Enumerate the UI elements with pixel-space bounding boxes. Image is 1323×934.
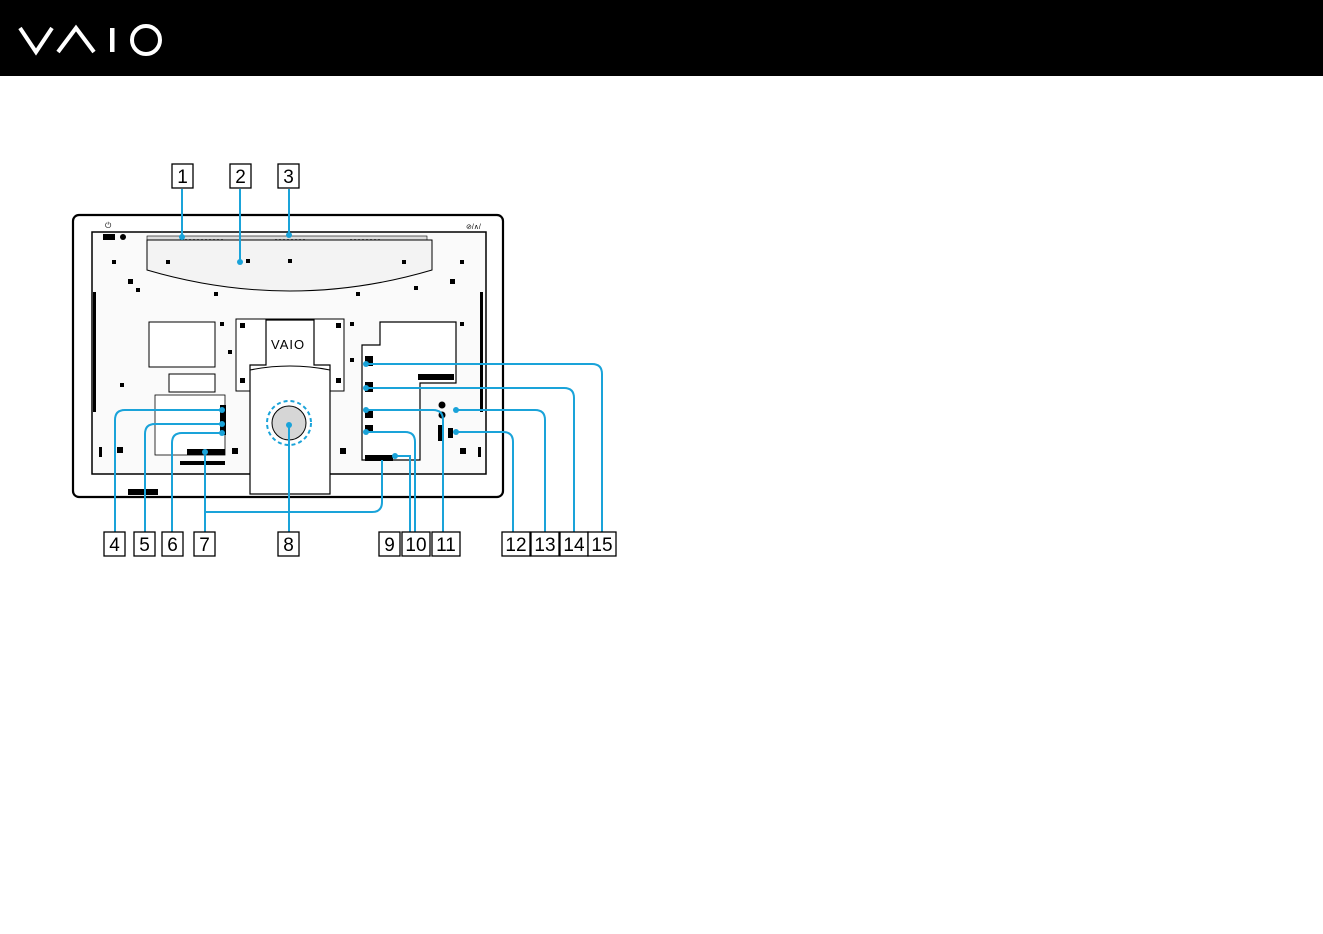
svg-text:4: 4 xyxy=(109,535,120,556)
svg-text:10: 10 xyxy=(405,535,426,556)
callout-9: 9 xyxy=(379,532,400,556)
callout-2: 2 xyxy=(230,164,251,188)
label-plate xyxy=(149,322,215,367)
right-vent xyxy=(418,374,454,380)
svg-text:5: 5 xyxy=(139,535,150,556)
top-right-logo: ⊘/∧/ xyxy=(466,224,481,231)
callout-1: 1 xyxy=(172,164,193,188)
callout-12: 12 xyxy=(502,532,530,556)
svg-text:11: 11 xyxy=(436,535,456,556)
label-plate-small xyxy=(169,374,215,392)
svg-text:1: 1 xyxy=(177,167,188,188)
callout-14: 14 xyxy=(560,532,588,556)
callout-11: 11 xyxy=(432,532,460,556)
svg-text:6: 6 xyxy=(167,535,178,556)
svg-text:15: 15 xyxy=(591,535,612,556)
stand-logo: VAIO xyxy=(271,337,305,352)
power-button xyxy=(103,234,115,240)
callout-4: 4 xyxy=(104,532,125,556)
svg-text:13: 13 xyxy=(534,535,555,556)
callout-10: 10 xyxy=(402,532,430,556)
callout-15: 15 xyxy=(588,532,616,556)
svg-text:9: 9 xyxy=(384,535,395,556)
svg-text:3: 3 xyxy=(283,167,294,188)
svg-text:12: 12 xyxy=(505,535,526,556)
callout-6: 6 xyxy=(162,532,183,556)
svg-text:2: 2 xyxy=(235,167,246,188)
callout-8: 8 xyxy=(278,532,299,556)
callout-5: 5 xyxy=(134,532,155,556)
svg-text:14: 14 xyxy=(563,535,585,556)
power-indicator-icon xyxy=(120,234,126,240)
callout-13: 13 xyxy=(531,532,559,556)
svg-text:8: 8 xyxy=(283,535,294,556)
svg-text:7: 7 xyxy=(199,535,210,556)
power-symbol: ⏻ xyxy=(105,221,112,230)
callout-3: 3 xyxy=(278,164,299,188)
callout-7: 7 xyxy=(194,532,215,556)
